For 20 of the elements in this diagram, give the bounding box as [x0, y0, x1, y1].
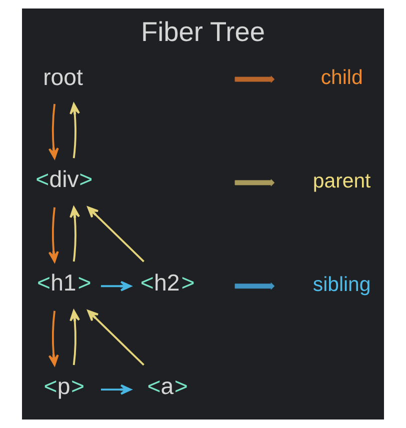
arrow — [87, 310, 144, 366]
arrow — [48, 104, 59, 160]
node-text: <h1> — [36, 269, 92, 296]
arrow — [100, 384, 132, 395]
arrow — [70, 206, 80, 262]
node-text: root — [43, 64, 83, 90]
node-text: <div> — [36, 166, 93, 192]
node-text: <a> — [147, 372, 188, 399]
legend-label: sibling — [312, 274, 371, 296]
arrow — [70, 103, 80, 158]
node-text: <p> — [44, 372, 85, 399]
arrow — [48, 310, 59, 366]
node-text: <h2> — [140, 269, 195, 296]
legend-label: parent — [312, 170, 371, 192]
diagram-title: Fiber Tree — [141, 16, 265, 48]
arrow — [87, 206, 144, 262]
arrow — [70, 310, 80, 366]
legend-label: child — [320, 67, 363, 90]
arrow — [100, 280, 132, 292]
arrow — [48, 207, 59, 262]
